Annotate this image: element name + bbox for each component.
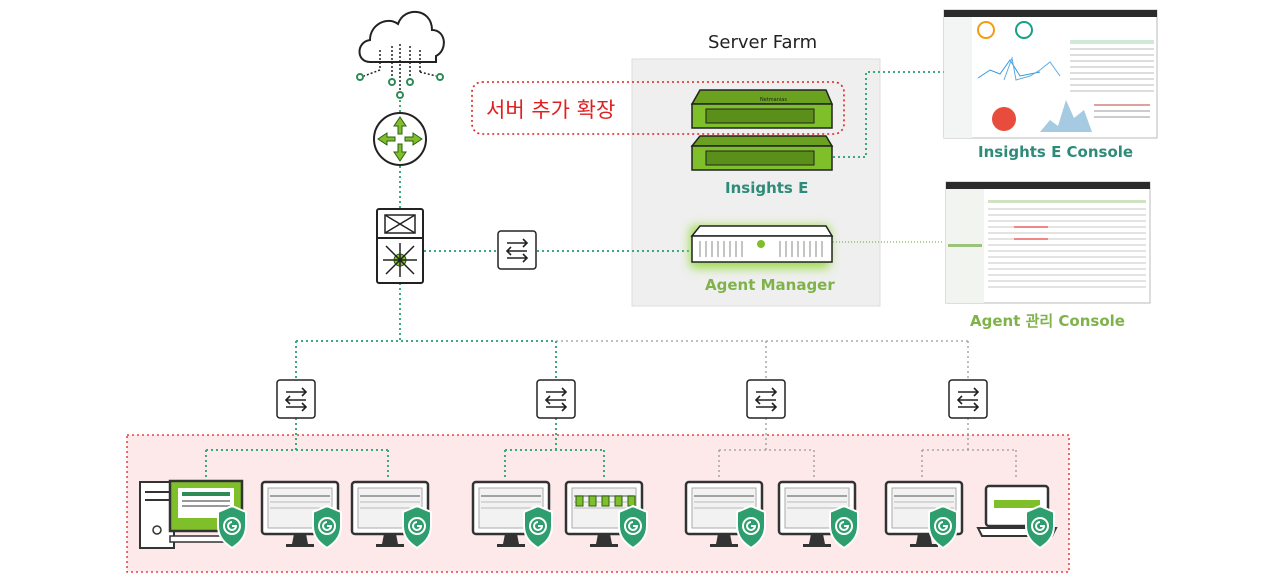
expansion-note-box [471, 81, 845, 135]
core-switch-icon [376, 208, 424, 284]
insights-console-label: Insights E Console [978, 143, 1134, 161]
desktop-icon [564, 480, 644, 549]
expansion-note: 서버 추가 확장 [486, 98, 616, 122]
cloud-icon [356, 10, 445, 99]
insights-server-label: Insights E [725, 179, 809, 197]
agent-manager-label: Agent Manager [705, 276, 835, 294]
router-icon [373, 112, 427, 166]
switch-icon [276, 379, 316, 419]
server-icon: Netmanias [690, 89, 834, 129]
pc-tower-icon [139, 479, 244, 549]
server-icon [690, 225, 834, 268]
switch-icon [536, 379, 576, 419]
switch-icon [948, 379, 988, 419]
server-farm-title: Server Farm [708, 32, 818, 53]
agent-console-label: Agent 관리 Console [970, 312, 1125, 330]
server-icon [690, 135, 834, 171]
agent-console-thumbnail [945, 181, 1151, 304]
insights-console-thumbnail [943, 9, 1158, 139]
svg-text:Netmanias: Netmanias [760, 97, 787, 103]
switch-icon [497, 230, 537, 270]
switch-icon [746, 379, 786, 419]
